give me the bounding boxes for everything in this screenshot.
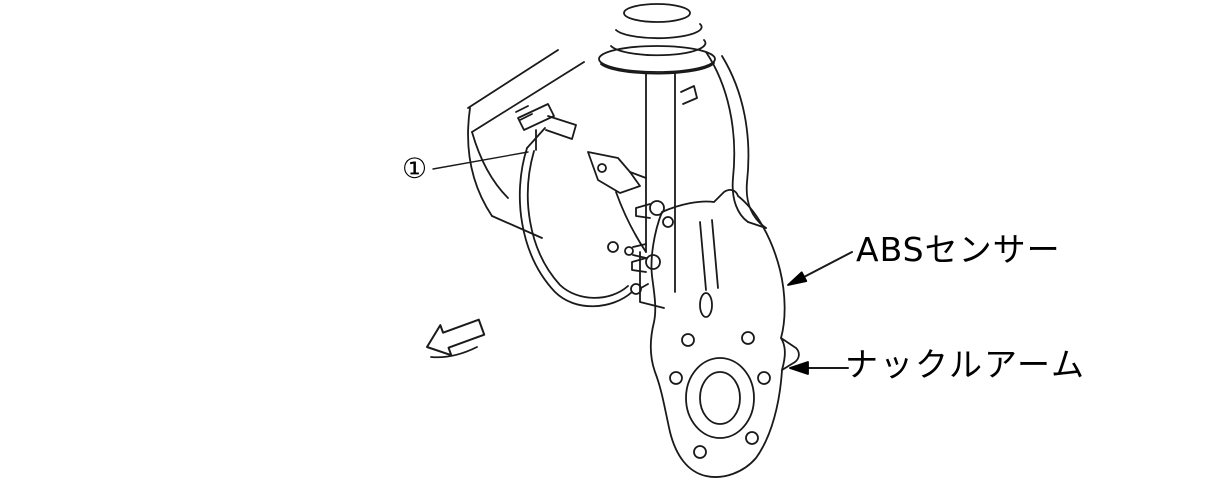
callout-leader [432,151,529,170]
knuckle-arm-part [649,189,800,478]
coil-spring [598,3,716,75]
leader-line-knuckle [789,361,849,375]
label-knuckle-arm: ナックルアーム [845,345,1087,384]
direction-arrow-icon [426,318,486,359]
leader-line-abs [787,251,853,286]
strut [631,71,698,309]
label-abs-sensor: ABSセンサー [856,230,1061,269]
callout-number-1: ① [402,152,428,185]
abs-sensor-wire [515,103,649,308]
frame-lines [467,49,585,239]
